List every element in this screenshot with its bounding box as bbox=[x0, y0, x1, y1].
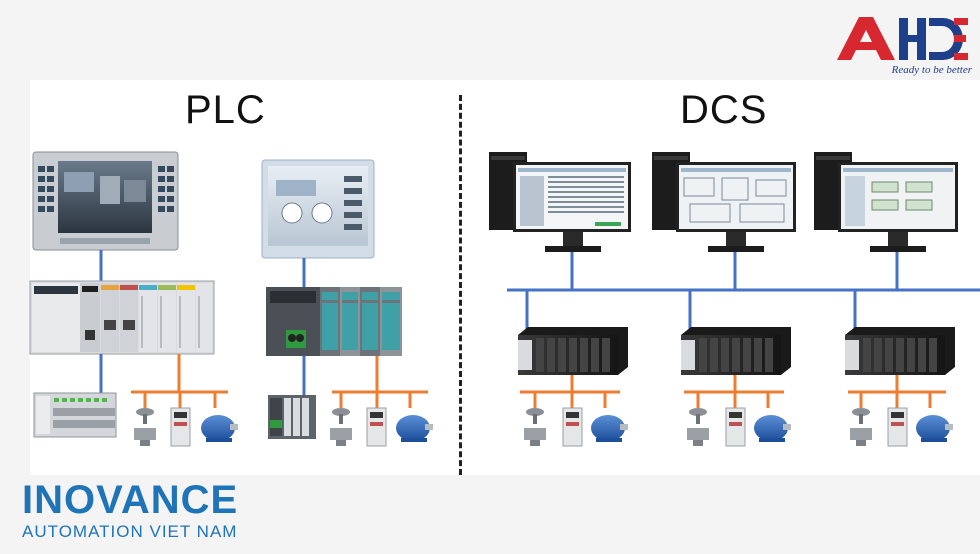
motor-icon bbox=[591, 415, 628, 442]
vfd-drive-icon bbox=[887, 407, 908, 447]
motor-icon bbox=[754, 415, 791, 442]
motor-icon bbox=[396, 415, 433, 442]
dcs-title: DCS bbox=[680, 88, 768, 132]
control-valve-icon bbox=[687, 408, 709, 446]
control-valve-icon bbox=[134, 408, 156, 446]
vfd-drive-icon bbox=[725, 407, 746, 447]
control-valve-icon bbox=[330, 408, 352, 446]
plc-title: PLC bbox=[185, 88, 266, 132]
inovance-brand: INOVANCE AUTOMATION VIET NAM bbox=[22, 480, 238, 542]
brand-name: INOVANCE bbox=[22, 478, 239, 522]
controller-rack-icon bbox=[681, 327, 791, 375]
workstation-pc-icon bbox=[489, 152, 631, 252]
control-valve-icon bbox=[850, 408, 872, 446]
brand-subtitle: AUTOMATION VIET NAM bbox=[22, 522, 238, 541]
hmi-panel-icon bbox=[261, 159, 375, 259]
controller-rack-icon bbox=[518, 327, 628, 375]
vfd-drive-icon bbox=[562, 407, 583, 447]
ahde-logo bbox=[837, 17, 968, 60]
motor-icon bbox=[201, 415, 238, 442]
controller-rack-icon bbox=[845, 327, 955, 375]
control-valve-icon bbox=[524, 408, 546, 446]
vfd-drive-icon bbox=[366, 407, 387, 447]
plc-rack-icon bbox=[266, 287, 402, 356]
motor-icon bbox=[916, 415, 953, 442]
section-divider bbox=[459, 95, 462, 475]
logo-tagline: Ready to be better bbox=[891, 64, 972, 76]
io-module-icon bbox=[33, 392, 117, 438]
hmi-panel-icon bbox=[32, 151, 179, 251]
plc-rack-icon bbox=[29, 280, 215, 355]
vfd-drive-icon bbox=[170, 407, 191, 447]
workstation-pc-icon bbox=[814, 152, 958, 252]
io-module-icon bbox=[268, 395, 316, 439]
workstation-pc-icon bbox=[652, 152, 796, 252]
